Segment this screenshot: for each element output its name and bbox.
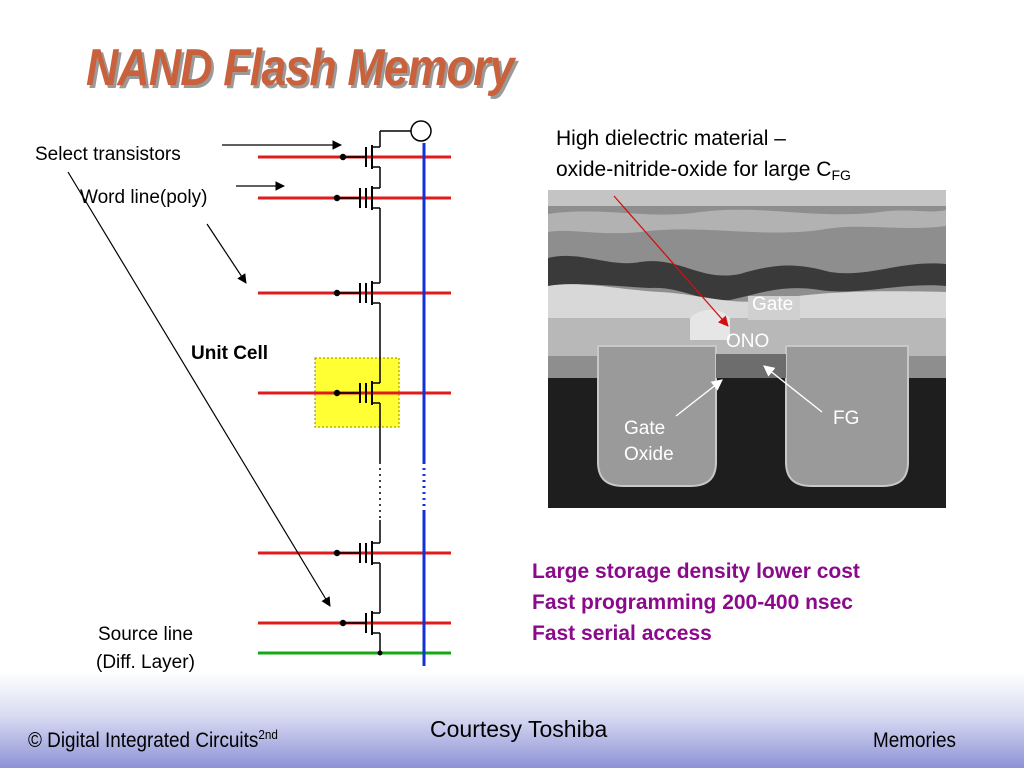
caption-line-2-main: oxide-nitride-oxide for large C bbox=[556, 158, 832, 181]
slide-title: NAND Flash Memory bbox=[86, 39, 515, 97]
caption-line-1: High dielectric material – bbox=[556, 127, 786, 150]
note-density: Large storage density lower cost bbox=[532, 560, 860, 583]
memory-cell-unit bbox=[333, 381, 373, 405]
source-line-label: Source line bbox=[98, 624, 194, 645]
gate-oxide-label: Gate Oxide bbox=[624, 416, 674, 468]
tem-micrograph bbox=[548, 190, 946, 508]
fg-label: FG bbox=[833, 408, 860, 429]
footer-courtesy: Courtesy Toshiba bbox=[430, 716, 608, 742]
caption-line-2: oxide-nitride-oxide for large CFG bbox=[556, 154, 851, 191]
footer-copyright-sup: 2nd bbox=[258, 727, 278, 742]
memory-cell-last bbox=[333, 541, 373, 565]
footer-copyright-main: © Digital Integrated Circuits bbox=[28, 729, 259, 752]
select-transistor-bottom bbox=[339, 611, 373, 635]
caption-line-2-sub: FG bbox=[831, 167, 851, 183]
note-serial-access: Fast serial access bbox=[532, 622, 712, 645]
feature-notes: Large storage density lower cost Fast pr… bbox=[532, 556, 860, 649]
footer-copyright: © Digital Integrated Circuits2nd bbox=[28, 727, 278, 753]
micrograph-caption: High dielectric material – oxide-nitride… bbox=[556, 123, 851, 191]
memory-cell-1 bbox=[333, 186, 373, 210]
gate-label: Gate bbox=[752, 294, 794, 315]
select-transistor-top bbox=[339, 145, 373, 169]
select-transistors-label: Select transistors bbox=[35, 144, 181, 165]
footer-section: Memories bbox=[873, 729, 956, 752]
diff-layer-label: (Diff. Layer) bbox=[96, 652, 195, 673]
bitline-contact bbox=[410, 120, 432, 142]
string-channel bbox=[372, 131, 381, 653]
note-programming: Fast programming 200-400 nsec bbox=[532, 591, 853, 614]
annotation-arrows bbox=[67, 140, 342, 607]
gate-oxide-line-1: Gate bbox=[624, 418, 666, 439]
unit-cell-label: Unit Cell bbox=[191, 343, 269, 364]
ono-label: ONO bbox=[726, 331, 770, 352]
footer-band bbox=[0, 672, 1024, 768]
word-line-label: Word line(poly) bbox=[80, 187, 208, 208]
memory-cell-2 bbox=[333, 281, 373, 305]
gate-oxide-line-2: Oxide bbox=[624, 444, 674, 465]
